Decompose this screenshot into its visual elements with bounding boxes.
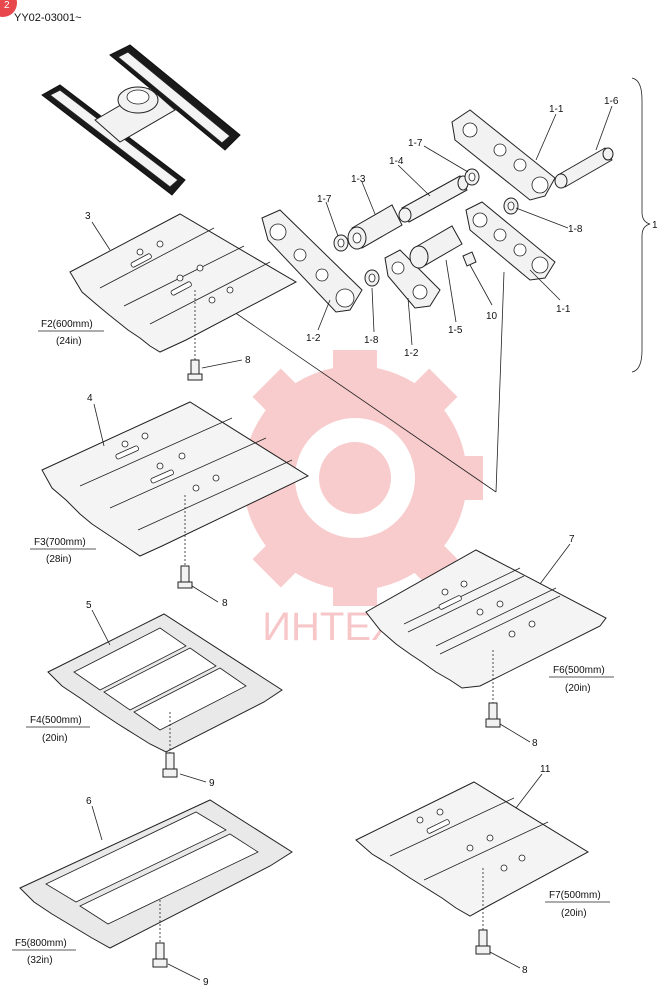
label-1-2-left: 1-2 — [306, 333, 321, 344]
label-5: 5 — [86, 600, 92, 611]
spec-f7: F7(500mm) (20in) — [545, 890, 610, 919]
track-link-right — [465, 201, 556, 281]
bolt-f5 — [152, 942, 168, 968]
label-bolt-f3: 8 — [222, 598, 228, 609]
spec-f5-inch: (32in) — [27, 955, 53, 966]
label-1-3: 1-3 — [351, 174, 366, 185]
label-1-6: 1-6 — [604, 96, 619, 107]
bolt-f3 — [177, 565, 193, 589]
spec-f7-size: F7(500mm) — [549, 890, 601, 901]
track-link-left — [261, 209, 363, 313]
spec-f2: F2(600mm) (24in) — [38, 319, 104, 347]
label-11: 11 — [540, 764, 551, 775]
spec-f6-size: F6(500mm) — [553, 665, 605, 676]
track-frame-illustration — [41, 44, 241, 196]
label-bolt-f2: 8 — [245, 355, 251, 366]
shoe-plate-f5 — [19, 799, 293, 949]
label-6: 6 — [86, 796, 92, 807]
master-bushing — [409, 225, 463, 269]
spec-f2-size: F2(600mm) — [41, 319, 93, 330]
track-link-upper — [451, 109, 556, 201]
spec-f4-size: F4(500mm) — [30, 715, 82, 726]
track-link-middle — [384, 249, 441, 309]
spec-f3: F3(700mm) (28in) — [30, 537, 96, 565]
label-3: 3 — [85, 211, 91, 222]
spec-f4-inch: (20in) — [42, 733, 68, 744]
bolt-f4 — [162, 752, 178, 778]
corner-badge-number: 2 — [4, 0, 10, 11]
diagram-code: YY02-03001~ — [14, 12, 82, 24]
label-1-4: 1-4 — [389, 156, 404, 167]
bolt-f2 — [187, 359, 203, 381]
label-1-1-lower: 1-1 — [556, 304, 571, 315]
spec-f5: F5(800mm) (32in) — [12, 938, 76, 966]
spec-f6: F6(500mm) (20in) — [549, 665, 614, 694]
label-1-8-left: 1-8 — [364, 335, 379, 346]
shoe-plate-f7 — [355, 781, 590, 917]
leader-lines-assembly — [317, 105, 613, 346]
label-7: 7 — [569, 534, 575, 545]
shoe-plate-f3 — [41, 401, 310, 557]
label-1-7-upper: 1-7 — [408, 138, 423, 149]
link-pin — [554, 147, 614, 189]
label-bolt-f5: 9 — [203, 977, 209, 988]
watermark-gear-logo — [227, 350, 483, 606]
spec-f6-inch: (20in) — [565, 683, 591, 694]
label-1-7-lower: 1-7 — [317, 194, 332, 205]
spec-f4: F4(500mm) (20in) — [26, 715, 90, 744]
shoe-plate-f6 — [365, 549, 607, 689]
label-4: 4 — [87, 393, 93, 404]
spec-f3-size: F3(700mm) — [34, 537, 86, 548]
corner-badge — [0, 0, 17, 17]
label-1-2-right: 1-2 — [404, 348, 419, 359]
shoe-plate-f2 — [69, 213, 298, 353]
spec-f2-inch: (24in) — [56, 336, 82, 347]
label-bolt-f7: 8 — [522, 965, 528, 976]
connector-lines — [204, 271, 505, 493]
bolt-f7 — [475, 929, 491, 955]
label-1-8-right: 1-8 — [568, 224, 583, 235]
label-1-5: 1-5 — [448, 325, 463, 336]
bolt-f6 — [485, 702, 501, 728]
spec-f3-inch: (28in) — [46, 554, 72, 565]
part-number-1: 1 — [652, 220, 658, 231]
shoe-plate-f4 — [47, 613, 283, 753]
label-1-1-upper: 1-1 — [549, 104, 564, 115]
seal-rings — [333, 168, 519, 287]
label-10: 10 — [486, 311, 498, 322]
track-pin — [398, 175, 469, 223]
label-bolt-f6: 8 — [532, 738, 538, 749]
spec-f5-size: F5(800mm) — [15, 938, 67, 949]
leader-lines-plates — [91, 221, 571, 981]
spec-f7-inch: (20in) — [561, 908, 587, 919]
assembly-bracket — [631, 77, 651, 373]
label-bolt-f4: 9 — [209, 778, 215, 789]
lock-clip — [462, 251, 477, 267]
track-bushing — [347, 204, 403, 250]
